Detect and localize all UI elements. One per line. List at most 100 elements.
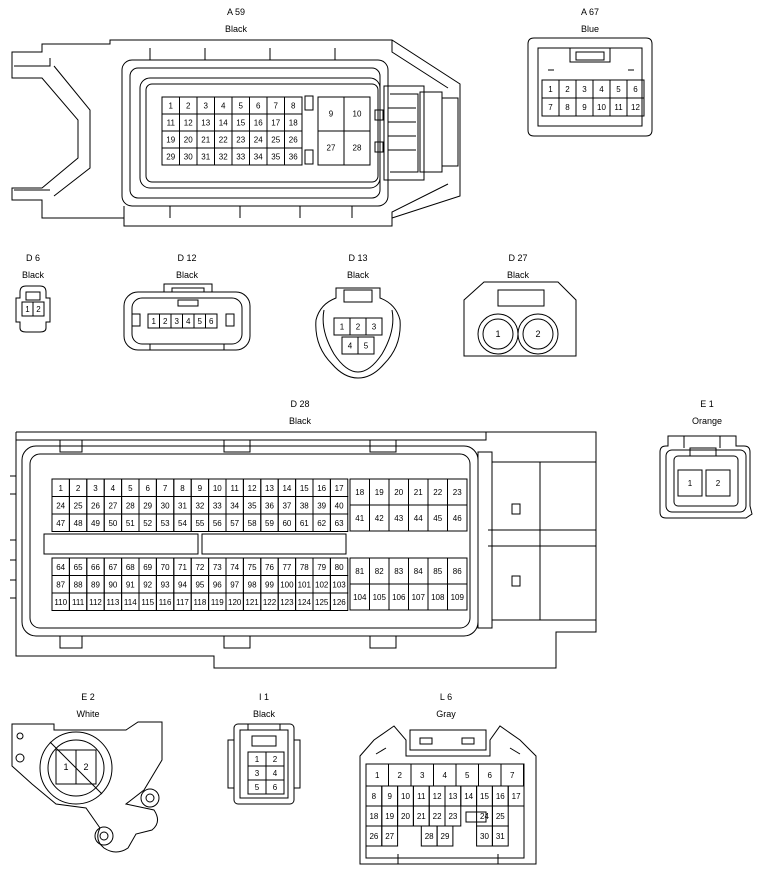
- pin-label: 26: [369, 832, 378, 841]
- pin-label: 39: [317, 501, 326, 510]
- pin-label: 76: [265, 563, 274, 572]
- pin-label: 28: [353, 144, 362, 153]
- pin-label: 55: [195, 519, 204, 528]
- pin-label: 2: [273, 755, 278, 764]
- pin-label: 12: [184, 119, 193, 128]
- pin-label: 97: [230, 580, 239, 589]
- pin-label: 123: [280, 598, 294, 607]
- pin-label: 2: [716, 479, 721, 488]
- pin-label: 3: [255, 769, 260, 778]
- pin-label: 119: [211, 598, 224, 607]
- pin-cell: [436, 825, 454, 847]
- pin-label: 89: [91, 580, 100, 589]
- pin-label: 28: [126, 501, 135, 510]
- connector-e2-id: E 2: [81, 692, 95, 702]
- pin-label: 79: [317, 563, 326, 572]
- blank-cavity: [465, 811, 487, 823]
- pin-label: 5: [364, 342, 369, 351]
- pin-label: 4: [111, 484, 116, 493]
- pin-label: 110: [54, 598, 67, 607]
- pin-label: 83: [394, 567, 403, 576]
- pin-label: 10: [353, 110, 362, 119]
- pin-cell: [507, 785, 525, 807]
- pin-label: 7: [274, 102, 279, 111]
- pin-label: 111: [72, 598, 85, 607]
- pin-label: 49: [91, 519, 100, 528]
- pin-label: 8: [180, 484, 185, 493]
- pin-cell: [677, 469, 703, 497]
- pin-label: 122: [263, 598, 277, 607]
- pin-label: 102: [315, 580, 329, 589]
- connector-d28-id: D 28: [290, 399, 310, 409]
- pin-label: 68: [126, 563, 135, 572]
- connector-i1-housing: [227, 723, 301, 805]
- connector-d27-id: D 27: [508, 253, 528, 263]
- pin-label: 106: [392, 593, 406, 602]
- pin-ring: [517, 313, 559, 355]
- pin-label: 126: [332, 598, 346, 607]
- connector-d6-housing: [15, 285, 51, 333]
- connector-e2-color: White: [76, 709, 100, 719]
- pin-label: 65: [74, 563, 83, 572]
- pin-label: 12: [248, 484, 257, 493]
- pin-label: 30: [184, 153, 193, 162]
- pin-cell: [491, 825, 509, 847]
- pin-label: 36: [289, 153, 298, 162]
- pin-label: 91: [126, 580, 135, 589]
- pin-label: 29: [166, 153, 175, 162]
- pin-label: 92: [143, 580, 152, 589]
- pin-label: 37: [282, 501, 291, 510]
- pin-label: 20: [401, 812, 410, 821]
- pin-label: 121: [245, 598, 259, 607]
- pin-label: 27: [108, 501, 117, 510]
- connector-a59-housing: [11, 39, 461, 227]
- pin-label: 4: [348, 342, 353, 351]
- pin-label: 101: [298, 580, 312, 589]
- pin-label: 35: [271, 153, 280, 162]
- pin-label: 31: [178, 501, 187, 510]
- pin-label: 1: [495, 329, 500, 339]
- pin-label: 4: [186, 317, 191, 326]
- pin-label: 3: [204, 102, 209, 111]
- pin-label: 27: [385, 832, 394, 841]
- pin-label: 56: [213, 519, 222, 528]
- pin-label: 125: [315, 598, 329, 607]
- pin-label: 31: [496, 832, 505, 841]
- pin-label: 7: [510, 771, 515, 780]
- pin-label: 51: [126, 519, 135, 528]
- pin-label: 99: [265, 580, 274, 589]
- pin-label: 6: [145, 484, 150, 493]
- pin-label: 1: [375, 771, 380, 780]
- pin-label: 75: [248, 563, 257, 572]
- pin-cell: [329, 513, 349, 532]
- pin-label: 9: [387, 792, 392, 801]
- pin-label: 120: [228, 598, 242, 607]
- pin-label: 11: [417, 792, 426, 801]
- pin-label: 78: [300, 563, 309, 572]
- pin-cell: [365, 317, 383, 336]
- pin-label: 67: [108, 563, 117, 572]
- pin-label: 5: [198, 317, 203, 326]
- pin-label: 64: [56, 563, 65, 572]
- pin-label: 29: [441, 832, 450, 841]
- pin-label: 14: [219, 119, 228, 128]
- pin-label: 104: [353, 593, 367, 602]
- pin-label: 24: [56, 501, 65, 510]
- pin-cell: [343, 130, 371, 166]
- pin-label: 53: [161, 519, 170, 528]
- connector-d28-color: Black: [288, 416, 312, 426]
- pin-label: 2: [565, 85, 570, 94]
- pin-label: 61: [300, 519, 309, 528]
- pin-label: 22: [433, 812, 442, 821]
- pin-label: 44: [414, 514, 423, 523]
- connector-d6-id: D 6: [25, 253, 41, 263]
- connector-d13-housing: [315, 287, 401, 379]
- pin-label: 19: [385, 812, 394, 821]
- pin-label: 63: [335, 519, 344, 528]
- pin-label: 54: [178, 519, 187, 528]
